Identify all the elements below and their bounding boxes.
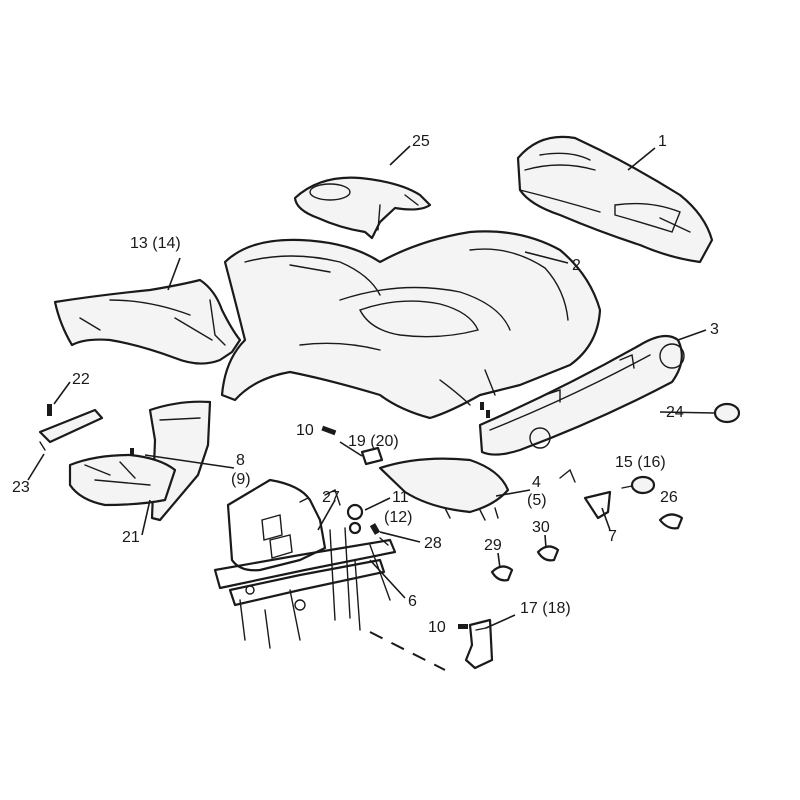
part-28-screw: [369, 523, 381, 535]
callout-28: 28: [424, 535, 442, 552]
callout-12: (12): [384, 509, 412, 526]
callout-9: (9): [231, 471, 251, 488]
callout-10-lower: 10: [428, 619, 446, 636]
part-15-cap: [621, 475, 656, 495]
part-19-bracket: [360, 446, 384, 466]
part-26-clip: [658, 513, 684, 530]
part-23-step-bracket: [38, 408, 104, 451]
part-fasteners-misc: [130, 402, 490, 456]
callout-23: 23: [12, 479, 30, 496]
callout-30: 30: [532, 519, 550, 536]
callout-22: 22: [72, 371, 90, 388]
callout-1: 1: [658, 133, 667, 150]
part-10-bolt: [321, 425, 468, 629]
leader-lines: [27, 145, 716, 629]
part-4-inner-shield: [378, 457, 510, 521]
part-2-main-fender: [220, 230, 602, 420]
callout-13-14: 13 (14): [130, 235, 181, 252]
callout-29: 29: [484, 537, 502, 554]
part-30-clip: [536, 545, 560, 562]
part-17-bracket: [464, 618, 494, 670]
callout-2: 2: [572, 257, 581, 274]
part-7-clip: [559, 468, 612, 520]
callout-10-upper: 10: [296, 422, 314, 439]
callout-labels: 25 1 2 3 13 (14) 22 23 21 8 (9) 10 19 (2…: [12, 133, 719, 636]
callout-15-16: 15 (16): [615, 454, 666, 471]
callout-24: 24: [666, 404, 684, 421]
callout-25: 25: [412, 133, 430, 150]
callout-5: (5): [527, 492, 547, 509]
part-1-rear-cover: [516, 135, 714, 264]
callout-26: 26: [660, 489, 678, 506]
callout-17-18: 17 (18): [520, 600, 571, 617]
callout-8: 8: [236, 452, 245, 469]
part-25-rack-cover: [293, 176, 432, 240]
callout-27: 27: [322, 489, 340, 506]
callout-3: 3: [710, 321, 719, 338]
part-24-cap: [713, 402, 741, 424]
part-3-bumper-bar: [478, 334, 685, 456]
callout-6: 6: [408, 593, 417, 610]
callout-21: 21: [122, 529, 140, 546]
part-11-grommet: [346, 503, 364, 535]
callout-19-20: 19 (20): [348, 433, 399, 450]
part-29-clip: [490, 565, 514, 582]
callout-4: 4: [532, 474, 541, 491]
part-22-bolt: [47, 404, 52, 416]
part-13-side-panel: [53, 278, 242, 365]
callout-7: 7: [608, 528, 617, 545]
callout-11: 11: [392, 489, 409, 506]
part-6-frame: [213, 478, 397, 649]
